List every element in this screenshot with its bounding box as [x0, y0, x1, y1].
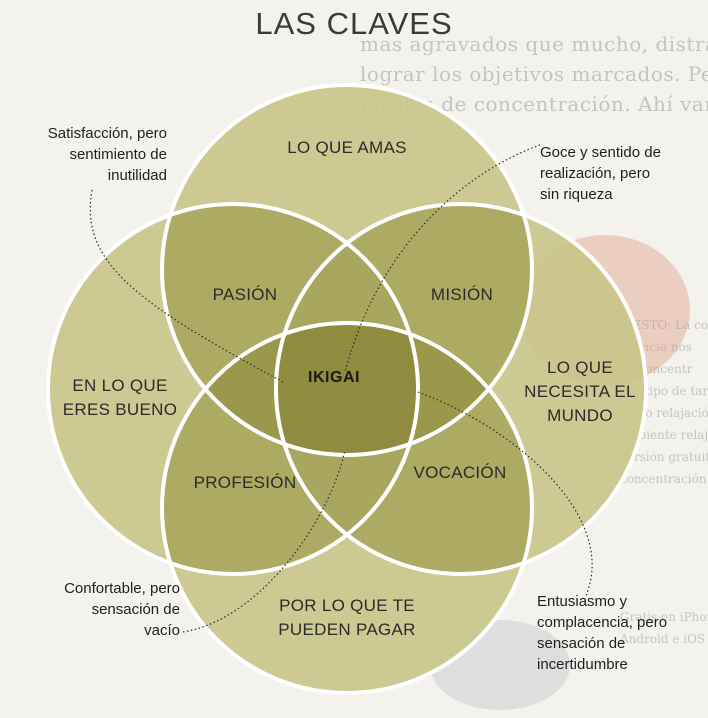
circle-label-por-lo-que-te-pueden-pagar: POR LO QUE TE PUEDEN PAGAR: [278, 596, 416, 639]
intersection-label-mision: MISIÓN: [430, 285, 494, 304]
outline-right: [274, 202, 648, 576]
leader-lines: [89, 144, 593, 633]
note-top-left: Satisfacción, pero sentimiento de inutil…: [47, 125, 167, 184]
ikigai-label: IKIGAI: [308, 369, 360, 386]
intersection-label-vocacion: VOCACIÓN: [413, 463, 507, 482]
leader-line-top-left: [89, 189, 286, 384]
outline-bottom: [160, 321, 534, 695]
circle-label-lo-que-amas: LO QUE AMAS: [287, 138, 407, 157]
intersection-label-profesion: PROFESIÓN: [193, 473, 297, 492]
circle-label-en-lo-que-eres-bueno: EN LO QUE ERES BUENO: [62, 376, 178, 419]
circle-outlines: [46, 83, 648, 695]
note-top-right: Goce y sentido de realización, pero sin …: [540, 144, 661, 203]
note-bottom-right: Entusiasmo y complacencia, pero sensació…: [537, 593, 668, 673]
outline-left: [46, 202, 420, 576]
overlap-regions: [162, 204, 532, 574]
circle-label-lo-que-necesita-el-mundo: LO QUE NECESITA EL MUNDO: [524, 358, 636, 425]
page-title: LAS CLAVES: [255, 6, 453, 41]
ikigai-core: [276, 323, 418, 455]
note-bottom-left: Confortable, pero sensación de vacío: [64, 580, 180, 639]
intersection-label-pasion: PASIÓN: [212, 285, 278, 304]
outline-top: [160, 83, 534, 457]
